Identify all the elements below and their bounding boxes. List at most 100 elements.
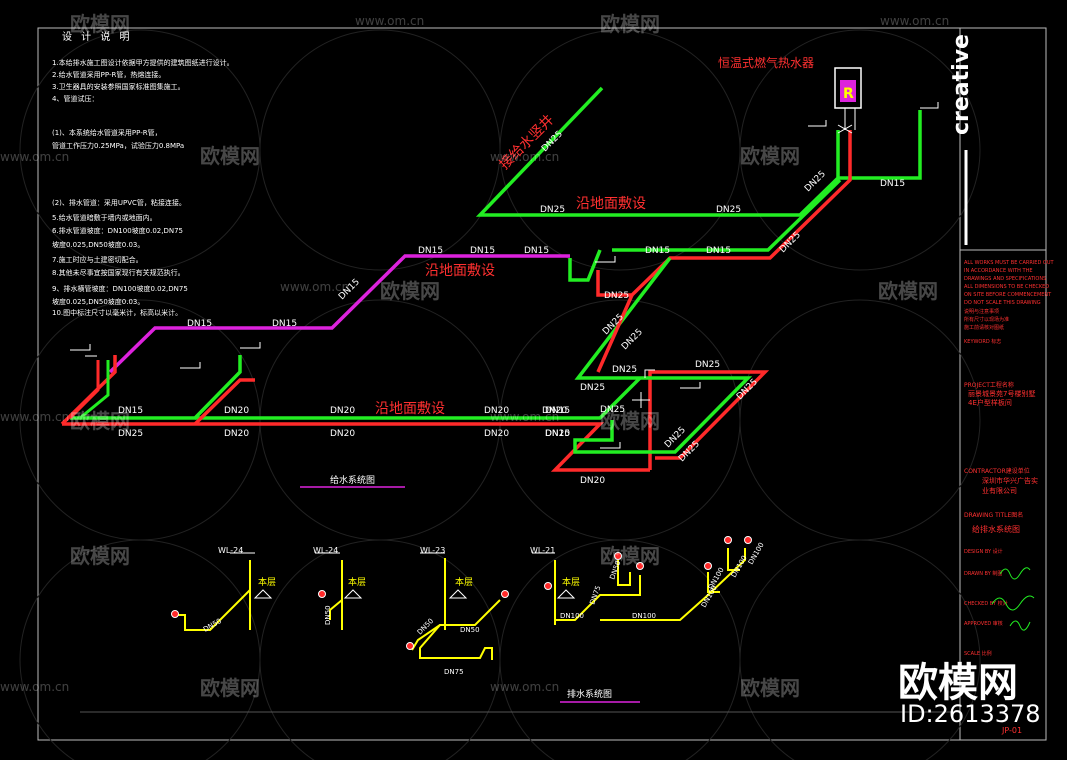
notes-line-15: 10.图中标注尺寸以毫米计，标高以米计。: [52, 309, 183, 317]
project-name: 丽景城景苑7号楼别墅4E户型样板间: [968, 390, 1036, 407]
watermark-logo: 欧模网: [878, 279, 938, 303]
notes-line-12: 8.其他未尽事宜按国家现行有关规范执行。: [52, 269, 185, 277]
pipe-label-35: DN25: [612, 365, 637, 375]
fixture-symbols: [70, 102, 939, 449]
fine-print-line-5: ON SITE BEFORE COMMENCEMENT: [964, 292, 1052, 298]
notes-line-5: (1)、本系统给水管道采用PP-R管，: [52, 129, 162, 137]
watermark-url: www.om.cn: [0, 680, 70, 694]
contractor-name: 深圳市华兴广告实业有限公司: [982, 477, 1038, 495]
pipe-label-36: DN20: [580, 476, 605, 486]
pipe-green-loop: [573, 376, 753, 454]
pipe-green-right: [838, 110, 922, 180]
pipe-label-32: DN25: [663, 425, 688, 450]
pipe-red-bottom2: [62, 422, 650, 472]
watermark-url: www.om.cn: [280, 280, 350, 294]
drain-fixtures: [171, 536, 752, 650]
design-head: DESIGN BY 设计: [964, 549, 1003, 555]
fine-print-line-2: IN ACCORDANCE WITH THE: [964, 268, 1033, 274]
pipe-label-6: DN15: [418, 246, 443, 256]
pipe-label-30: DN20: [542, 406, 567, 416]
watermark-logo: 欧模网: [740, 144, 800, 168]
pipe-label-22: DN20: [224, 406, 249, 416]
notes-line-2: 2.给水管道采用PP-R管，热熔连接。: [52, 71, 166, 79]
drain-floor-tag-4: 本层: [562, 576, 580, 588]
watermark-url: www.om.cn: [355, 14, 425, 28]
drain-riser-4: WL-21: [530, 546, 555, 555]
pipe-label-25: DN20: [330, 429, 355, 439]
watermark-big-logo: 欧模网: [898, 660, 1018, 706]
pipe-magenta: [108, 254, 570, 374]
watermark-url: www.om.cn: [0, 410, 70, 424]
brand-vertical: creative: [949, 34, 974, 135]
pipe-label-31: DN20: [545, 429, 570, 439]
drain-riser-1: WL-24: [218, 546, 243, 555]
pipe-red-left: [68, 360, 100, 420]
notes-line-11: 7.施工时应与土建密切配合。: [52, 256, 143, 264]
notes-line-6: 管道工作压力0.25MPa，试验压力0.8MPa: [52, 142, 185, 150]
drain-label-12: DN100: [730, 554, 749, 579]
pipe-label-10: DN15: [706, 246, 731, 256]
fine-print-line-9: 施工前请核对图纸: [964, 325, 1005, 331]
drain-floor-tag-2: 本层: [348, 576, 366, 588]
drawing-title: 给排水系统图: [972, 525, 1020, 534]
notes-line-3: 3.卫生器具的安装参照国家标准图集施工。: [52, 83, 185, 91]
notes-line-9: 6.排水管道坡度：DN100坡度0.02,DN75: [52, 227, 184, 235]
water-heater-box: [834, 67, 862, 109]
project-head: PROJECT工程名称: [964, 382, 1014, 389]
drain-floor-tag-3: 本层: [455, 576, 473, 588]
pipe-label-18: DN25: [620, 327, 645, 352]
approve-head: APPROVED 审核: [964, 621, 1003, 627]
floor-label-2: 沿地面敷设: [425, 263, 495, 279]
fine-print-line-3: DRAWINGS AND SPECIFICATIONS: [964, 276, 1047, 282]
check-head: CHECKED BY 校对: [964, 601, 1008, 607]
watermark-logo: 欧模网: [380, 279, 440, 303]
pipe-label-12: DN15: [187, 319, 212, 329]
pipe-red-center: [596, 294, 634, 373]
fine-print-line-6: DO NOT SCALE THIS DRAWING: [964, 300, 1041, 306]
pipe-green-center: [574, 256, 672, 380]
pipe-red-loop: [648, 370, 770, 470]
pipe-label-26: DN20: [484, 406, 509, 416]
watermark-url: www.om.cn: [490, 150, 560, 164]
notes-line-1: 1.本给排水施工图设计依据甲方提供的建筑图纸进行设计。: [52, 59, 234, 67]
pipe-label-13: DN15: [272, 319, 297, 329]
background-circles: [19, 29, 981, 760]
pipe-label-28: DN15: [545, 406, 570, 416]
pipe-label-37: DN15: [880, 179, 905, 189]
drain-riser-2: WL-24: [313, 546, 338, 555]
pipe-green-diag: [612, 178, 842, 252]
drawing-title-head: DRAWING TITLE图名: [964, 512, 1024, 519]
pipe-label-20: DN25: [695, 360, 720, 370]
fine-print-line-1: ALL WORKS MUST BE CARRIED OUT: [964, 260, 1054, 266]
pipe-green-mid: [568, 249, 602, 282]
notes-line-13: 9、排水横管坡度：DN100坡度0.02,DN75: [52, 285, 188, 293]
pipe-label-9: DN15: [645, 246, 670, 256]
floor-label-3: 沿地面敷设: [375, 401, 445, 417]
pipe-green-riser: [475, 86, 840, 217]
keyword: KEYWORD 标志: [964, 339, 1002, 345]
notes-line-7: (2)、排水管道：采用UPVC管，粘接连接。: [52, 199, 186, 207]
heater-valves: [837, 108, 856, 134]
heater-label: 恒温式燃气热水器: [718, 55, 814, 70]
fine-print-line-7: 说明与注意事项: [964, 309, 1000, 315]
watermark-logo: 欧模网: [70, 409, 130, 433]
contractor-head: CONTRACTOR建设单位: [964, 468, 1030, 475]
watermark-url: www.om.cn: [490, 680, 560, 694]
pipe-label-7: DN15: [470, 246, 495, 256]
pipe-label-29: DN15: [545, 429, 570, 439]
notes-line-8: 5.给水管道暗敷于墙内或地面内。: [52, 214, 157, 222]
drain-label-1: DN50: [202, 617, 223, 634]
watermark-url: www.om.cn: [0, 150, 70, 164]
drain-label-4: DN50: [460, 626, 480, 634]
pipe-label-24: DN20: [330, 406, 355, 416]
drain-label-6: DN100: [560, 612, 584, 620]
notes-title: 设 计 说 明: [62, 32, 133, 43]
watermark-id: ID:2613378: [900, 700, 1041, 728]
pipe-label-15: DN25: [118, 429, 143, 439]
watermark-logo: 欧模网: [200, 676, 260, 700]
supply-caption: 给水系统图: [330, 474, 375, 486]
pipe-label-27: DN20: [484, 429, 509, 439]
